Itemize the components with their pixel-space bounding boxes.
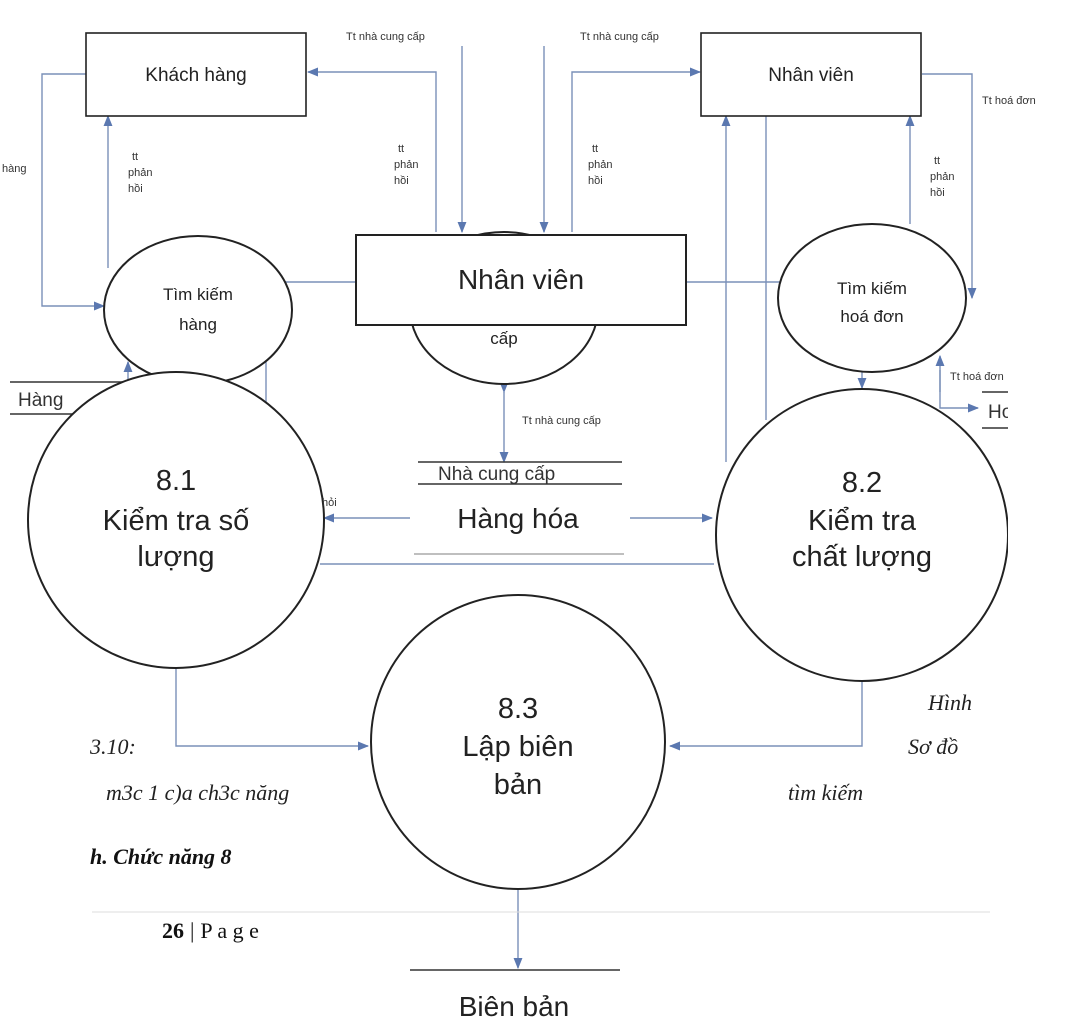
- tim-kiem-hoa-don-line1: Tìm kiếm: [837, 279, 907, 298]
- flow-82-to-83: [668, 680, 863, 751]
- process-8-3-number: 8.3: [498, 693, 538, 725]
- flow-kh-to-timkiemhang: [41, 73, 106, 311]
- label-hang-clip: hàng: [2, 163, 26, 175]
- label-tt-hoa-don-store: Tt hoá đơn: [950, 371, 1004, 383]
- process-8-2: 8.2 Kiểm tra chất lượng: [715, 380, 1080, 690]
- doc-heading: h. Chức năng 8: [90, 844, 232, 869]
- store-nha-cung-cap-label: Nhà cung cấp: [438, 464, 555, 485]
- tim-kiem-hang-line1: Tìm kiếm: [163, 285, 233, 304]
- doc-hinh: Hình: [927, 690, 972, 715]
- svg-text:hồi: hồi: [930, 187, 945, 199]
- label-tt-ncc-store: Tt nhà cung cấp: [522, 415, 601, 427]
- label-tt-ncc-left: Tt nhà cung cấp: [346, 31, 425, 43]
- svg-text:tt: tt: [592, 143, 598, 155]
- svg-text:phản: phản: [588, 159, 612, 171]
- cung-cap-label: cấp: [490, 329, 517, 348]
- label-hoi-clip: hỏi: [322, 497, 337, 509]
- flow-nvtop-to-timkiemhoadon: [922, 73, 977, 300]
- process-tim-kiem-hang: Tìm kiếm hàng: [103, 235, 293, 385]
- flow-labels: Tt nhà cung cấp Tt nhà cung cấp Tt hoá đ…: [2, 31, 1036, 509]
- tim-kiem-hang-line2: hàng: [179, 315, 217, 334]
- process-8-3-line2: bản: [494, 769, 542, 801]
- page-footer: 26|P a g e: [162, 918, 259, 943]
- process-8-3: 8.3 Lập biên bản: [370, 594, 666, 890]
- svg-text:hồi: hồi: [394, 175, 409, 187]
- svg-text:tt: tt: [132, 151, 138, 163]
- label-tt-phan-hoi-3: tt phản hồi: [588, 143, 612, 187]
- process-8-1: 8.1 Kiểm tra số lượng: [27, 371, 325, 669]
- store-hang: Hàng: [10, 381, 130, 415]
- doc-fig-num: 3.10:: [89, 734, 136, 759]
- svg-text:hồi: hồi: [588, 175, 603, 187]
- flow-81-to-83: [175, 668, 370, 751]
- svg-text:tt: tt: [398, 143, 404, 155]
- store-hang-label: Hàng: [18, 390, 63, 411]
- label-tt-hoa-don-top: Tt hoá đơn: [982, 95, 1036, 107]
- svg-text:phản: phản: [394, 159, 418, 171]
- store-nha-cung-cap: Nhà cung cấp: [418, 461, 622, 485]
- process-8-1-line1: Kiểm tra số: [103, 505, 250, 537]
- label-tt-phan-hoi-2: tt phản hồi: [394, 143, 418, 187]
- process-8-1-number: 8.1: [156, 465, 196, 497]
- flow-nhanvien-to-nvtop: [571, 67, 702, 232]
- label-tt-phan-hoi-1: tt phản hồi: [128, 151, 152, 195]
- entity-khach-hang: Khách hàng: [85, 32, 307, 117]
- store-bien-ban: Biên bản: [410, 969, 620, 1022]
- store-hang-hoa: Hàng hóa: [414, 503, 624, 555]
- svg-text:hồi: hồi: [128, 183, 143, 195]
- svg-text:tt: tt: [934, 155, 940, 167]
- process-8-2-line1: Kiểm tra: [808, 505, 917, 537]
- entity-nhan-vien-top: Nhân viên: [700, 32, 922, 117]
- svg-text:phản: phản: [930, 171, 954, 183]
- flow-ncc-to-kh: [306, 67, 437, 232]
- tim-kiem-hoa-don-line2: hoá đơn: [840, 307, 903, 326]
- page-number: 26: [162, 918, 184, 943]
- store-bien-ban-label: Biên bản: [459, 991, 570, 1022]
- process-8-1-line2: lượng: [137, 541, 214, 573]
- page-word: P a g e: [200, 918, 258, 943]
- label-tt-phan-hoi-4: tt phản hồi: [930, 155, 954, 199]
- doc-so-do: Sơ đồ: [908, 734, 958, 759]
- svg-text:phản: phản: [128, 167, 152, 179]
- process-8-2-number: 8.2: [842, 467, 882, 499]
- process-8-3-line1: Lập biên: [462, 731, 573, 763]
- store-hang-hoa-label: Hàng hóa: [457, 503, 579, 534]
- nhan-vien-mid-label: Nhân viên: [458, 264, 584, 295]
- page-separator: |: [190, 918, 194, 943]
- label-tt-ncc-right: Tt nhà cung cấp: [580, 31, 659, 43]
- process-tim-kiem-hoa-don: Tìm kiếm hoá đơn: [777, 223, 967, 373]
- nhan-vien-top-label: Nhân viên: [768, 65, 854, 86]
- khach-hang-label: Khách hàng: [145, 65, 246, 86]
- document-text: Hình Sơ đồ tìm kiếm 3.10: m3c 1 c)a ch3c…: [89, 690, 990, 943]
- doc-muc: m3c 1 c)a ch3c năng: [106, 780, 289, 805]
- process-8-2-line2: chất lượng: [792, 541, 932, 573]
- entity-nhan-vien-mid: Nhân viên: [355, 234, 687, 326]
- doc-tim-kiem: tìm kiếm: [788, 780, 863, 805]
